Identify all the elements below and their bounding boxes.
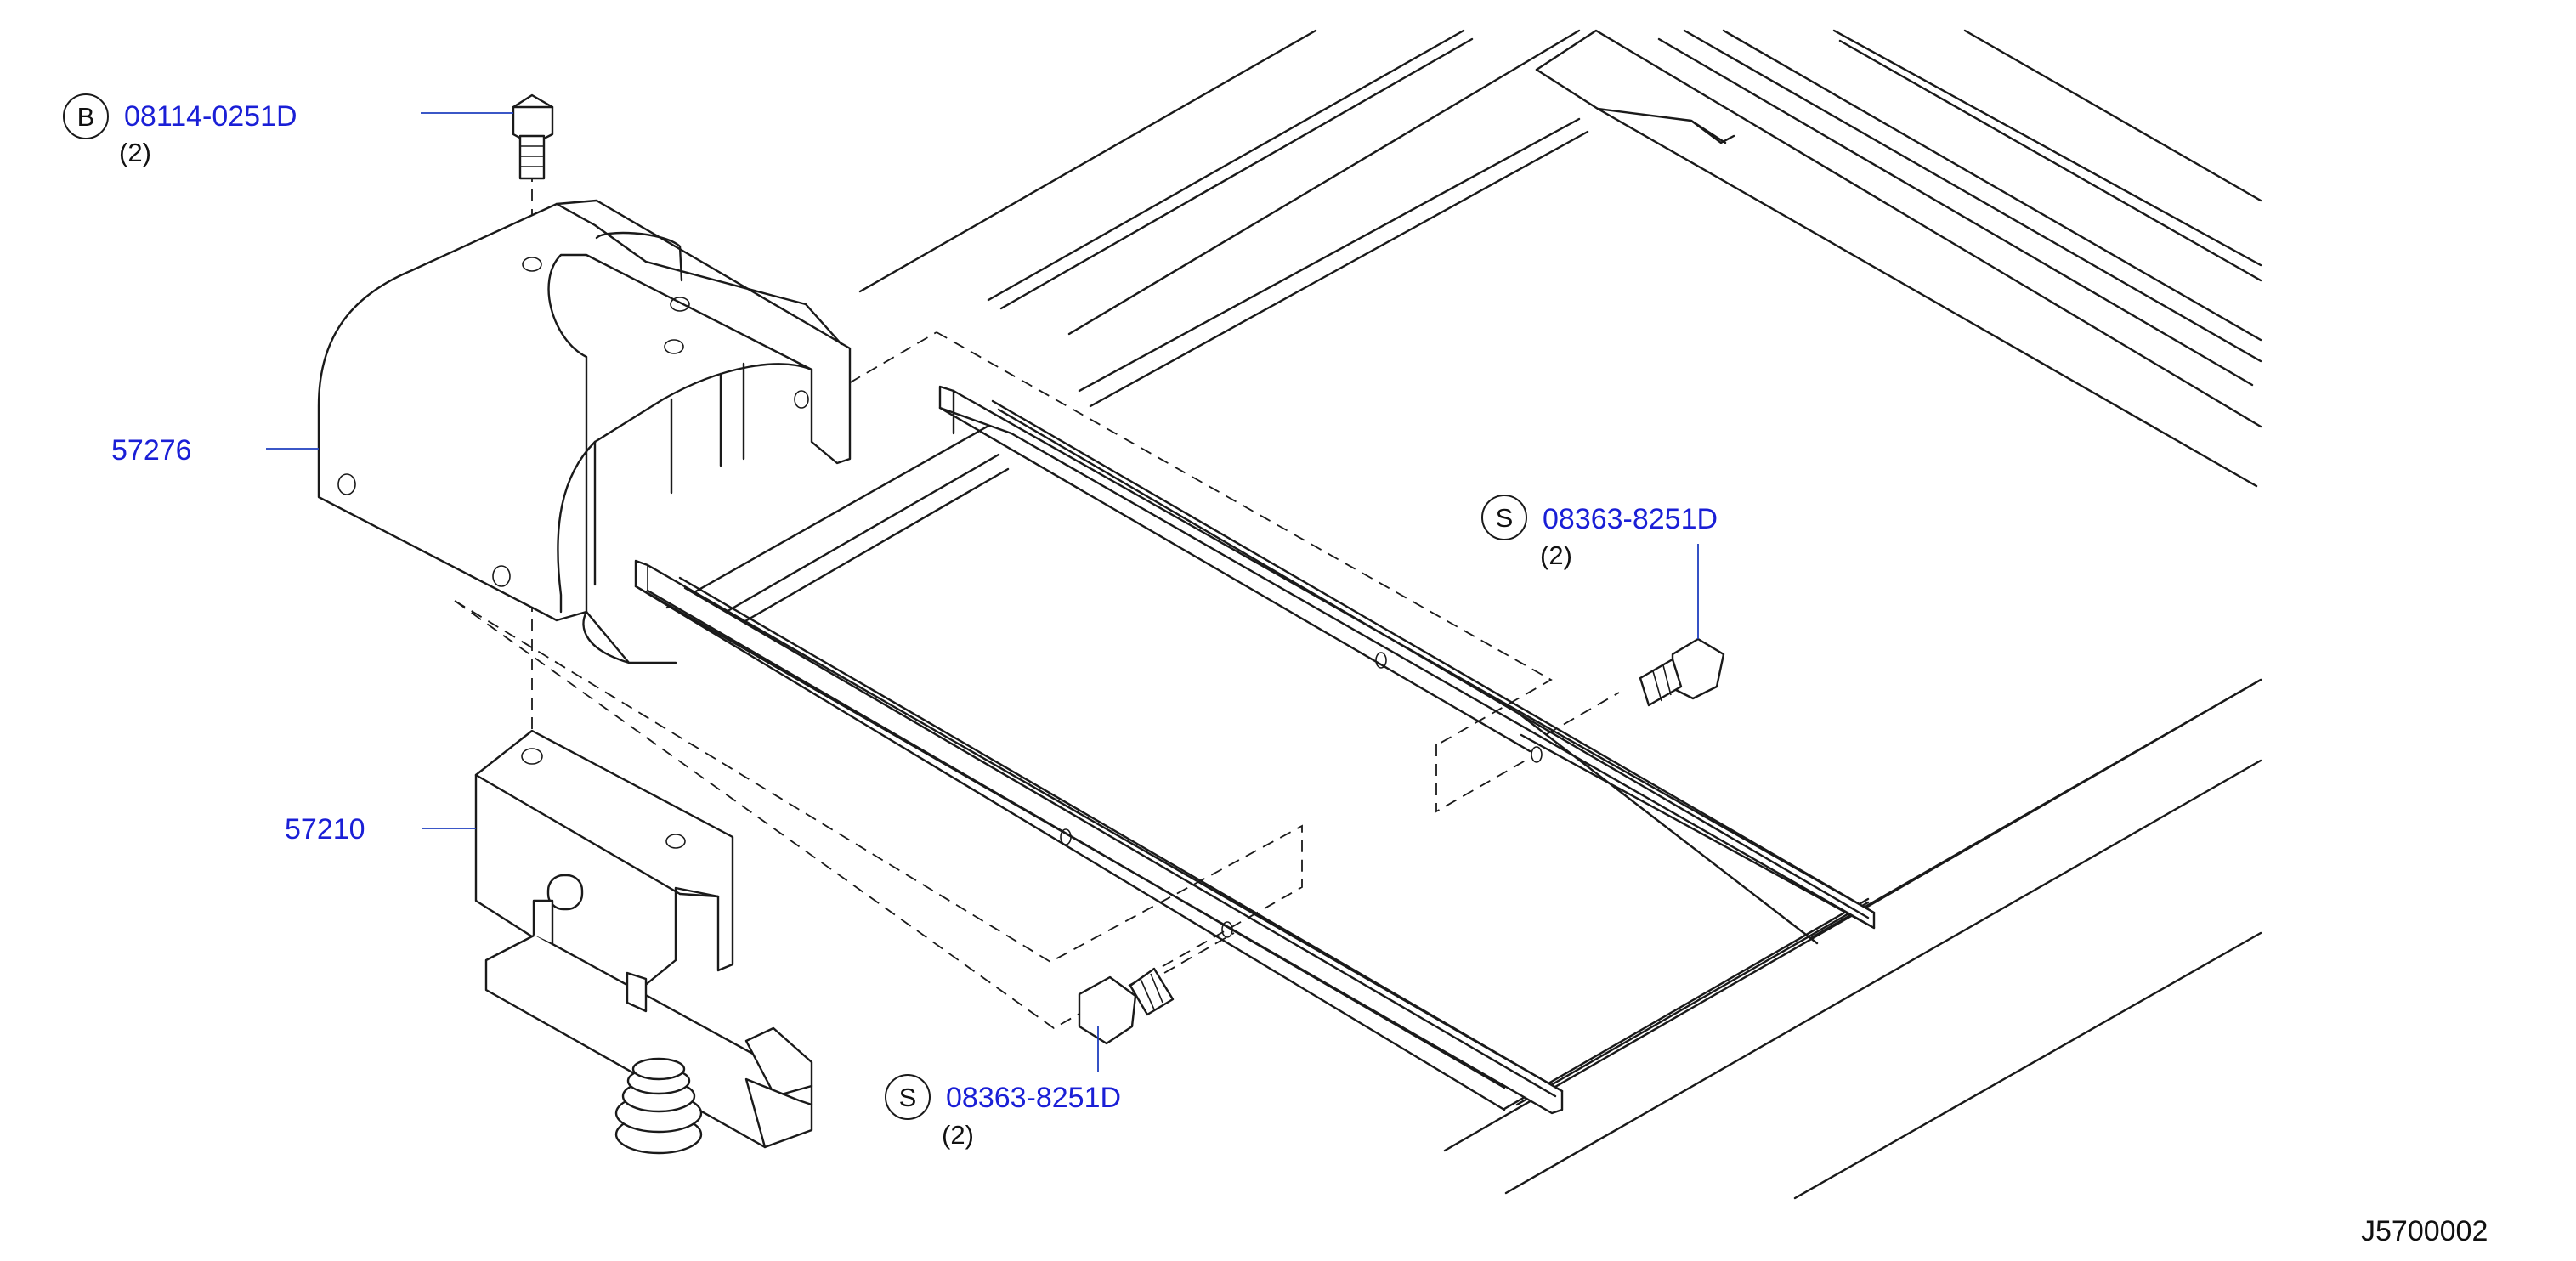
vehicle-frame-drawing bbox=[665, 29, 2262, 1200]
quantity-label: (2) bbox=[1540, 540, 1572, 570]
mounting-rail-rear bbox=[938, 385, 1876, 945]
bolt-b-08114-0251D bbox=[512, 93, 554, 180]
quantity-label: (2) bbox=[942, 1120, 974, 1150]
part-number-57276[interactable]: 57276 bbox=[111, 434, 192, 467]
callout-bolt-08114: B 08114-0251D (2) bbox=[63, 93, 297, 167]
cover-bracket-57276 bbox=[317, 199, 852, 664]
part-number-label[interactable]: 08363-8251D bbox=[946, 1082, 1121, 1114]
quantity-label: (2) bbox=[119, 138, 151, 167]
bolt-s-08363-8251D-right bbox=[1639, 637, 1725, 707]
badge-circle-s bbox=[1481, 495, 1527, 540]
part-number-57210[interactable]: 57210 bbox=[285, 813, 365, 845]
part-number-label[interactable]: 08363-8251D bbox=[1543, 503, 1718, 535]
clamp-assembly-57210 bbox=[474, 729, 813, 1155]
badge-circle-b bbox=[63, 93, 109, 139]
badge-circle-s bbox=[885, 1074, 931, 1120]
part-number-label[interactable]: 08114-0251D bbox=[124, 100, 297, 133]
diagram-code: J5700002 bbox=[2361, 1215, 2488, 1247]
badge-letter-s: S bbox=[1496, 503, 1514, 533]
badge-letter-s: S bbox=[899, 1083, 917, 1112]
badge-letter-b: B bbox=[77, 102, 95, 132]
bolt-s-08363-8251D-lower bbox=[1078, 967, 1175, 1045]
callout-screw-08363-right: S 08363-8251D (2) bbox=[1481, 495, 1718, 570]
mounting-rail-front bbox=[634, 559, 1564, 1115]
callout-screw-08363-lower: S 08363-8251D (2) bbox=[885, 1074, 1121, 1150]
